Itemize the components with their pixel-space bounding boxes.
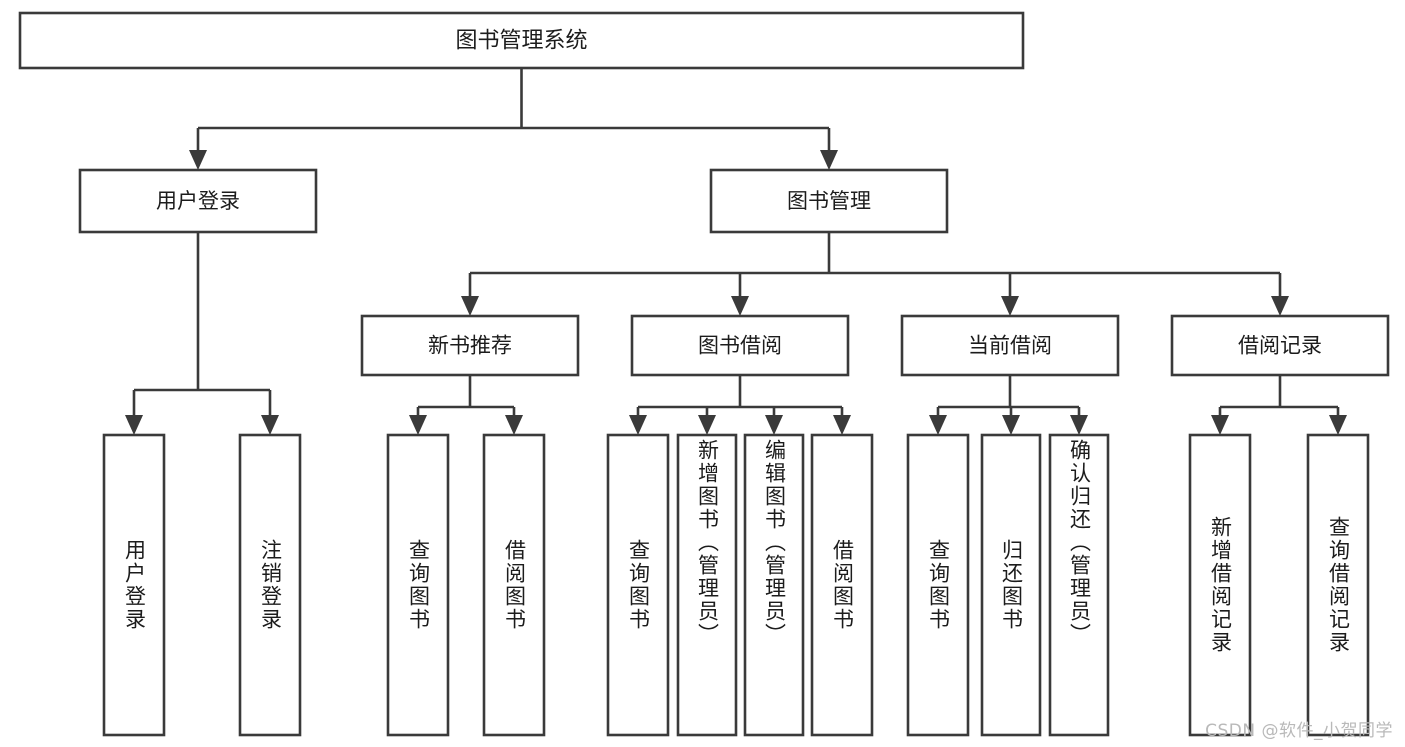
node-box-borrow-record[interactable] (1170, 314, 1390, 377)
node-leaf-leaf-query-record[interactable] (1306, 433, 1370, 737)
node-leaf-leaf-add-book[interactable] (676, 433, 738, 737)
node-level2-book-manage[interactable]: 图书管理 (709, 168, 949, 234)
arrowhead-leaf-borrow-book-1 (505, 415, 523, 435)
arrowhead-leaf-user-login (125, 415, 143, 435)
node-label-user-login: 用户登录 (156, 189, 240, 213)
arrowhead-leaf-query-book-3 (929, 415, 947, 435)
node-box-leaf-return-book[interactable] (980, 433, 1042, 737)
node-box-leaf-add-book[interactable] (676, 433, 738, 737)
arrowhead-user-login (189, 150, 207, 170)
node-leaf-leaf-edit-book[interactable] (743, 433, 805, 737)
node-level3-new-book-rec[interactable]: 新书推荐 (360, 314, 580, 377)
node-box-leaf-edit-book[interactable] (743, 433, 805, 737)
node-box-leaf-add-record[interactable] (1188, 433, 1252, 737)
arrowhead-current-borrow (1001, 296, 1019, 316)
csdn-watermark: CSDN @软件_小贺同学 (1205, 721, 1393, 741)
node-box-leaf-borrow-book-2[interactable] (810, 433, 874, 737)
node-level3-borrow-record[interactable]: 借阅记录 (1170, 314, 1390, 377)
arrowhead-leaf-query-book-1 (409, 415, 427, 435)
arrowhead-leaf-user-logout (261, 415, 279, 435)
arrowhead-leaf-add-record (1211, 415, 1229, 435)
node-label-borrow-record: 借阅记录 (1238, 334, 1322, 358)
node-box-root[interactable] (18, 11, 1025, 70)
node-box-leaf-user-logout[interactable] (238, 433, 302, 737)
node-box-leaf-query-book-1[interactable] (386, 433, 450, 737)
node-label-book-manage: 图书管理 (787, 189, 871, 213)
node-level3-current-borrow[interactable]: 当前借阅 (900, 314, 1120, 377)
arrowhead-leaf-confirm-return (1070, 415, 1088, 435)
node-leaf-leaf-user-logout[interactable] (238, 433, 302, 737)
arrowhead-new-book-rec (461, 296, 479, 316)
node-label-new-book-rec: 新书推荐 (428, 334, 512, 358)
arrowhead-leaf-add-book (698, 415, 716, 435)
arrowhead-book-borrow (731, 296, 749, 316)
node-box-user-login[interactable] (78, 168, 318, 234)
node-label-book-borrow: 图书借阅 (698, 334, 782, 358)
node-level3-book-borrow[interactable]: 图书借阅 (630, 314, 850, 377)
node-box-current-borrow[interactable] (900, 314, 1120, 377)
node-level2-user-login[interactable]: 用户登录 (78, 168, 318, 234)
arrowhead-leaf-query-record (1329, 415, 1347, 435)
node-leaf-leaf-add-record[interactable] (1188, 433, 1252, 737)
arrowhead-leaf-borrow-book-2 (833, 415, 851, 435)
node-root-root[interactable]: 图书管理系统 (18, 11, 1025, 70)
node-box-leaf-user-login[interactable] (102, 433, 166, 737)
node-leaf-leaf-query-book-1[interactable] (386, 433, 450, 737)
arrowhead-borrow-record (1271, 296, 1289, 316)
node-leaf-leaf-query-book-2[interactable] (606, 433, 670, 737)
arrowhead-book-manage (820, 150, 838, 170)
node-leaf-leaf-confirm-return[interactable] (1048, 433, 1110, 737)
node-leaf-leaf-borrow-book-1[interactable] (482, 433, 546, 737)
node-leaf-leaf-query-book-3[interactable] (906, 433, 970, 737)
node-leaf-leaf-return-book[interactable] (980, 433, 1042, 737)
node-leaf-leaf-borrow-book-2[interactable] (810, 433, 874, 737)
node-box-book-manage[interactable] (709, 168, 949, 234)
node-box-leaf-query-book-2[interactable] (606, 433, 670, 737)
node-label-current-borrow: 当前借阅 (968, 334, 1052, 358)
arrowhead-leaf-edit-book (765, 415, 783, 435)
node-box-leaf-borrow-book-1[interactable] (482, 433, 546, 737)
node-box-leaf-query-record[interactable] (1306, 433, 1370, 737)
arrowhead-leaf-query-book-2 (629, 415, 647, 435)
node-box-leaf-confirm-return[interactable] (1048, 433, 1110, 737)
node-label-root: 图书管理系统 (455, 29, 587, 54)
node-box-book-borrow[interactable] (630, 314, 850, 377)
node-box-leaf-query-book-3[interactable] (906, 433, 970, 737)
node-leaf-leaf-user-login[interactable] (102, 433, 166, 737)
node-box-new-book-rec[interactable] (360, 314, 580, 377)
arrowhead-leaf-return-book (1002, 415, 1020, 435)
